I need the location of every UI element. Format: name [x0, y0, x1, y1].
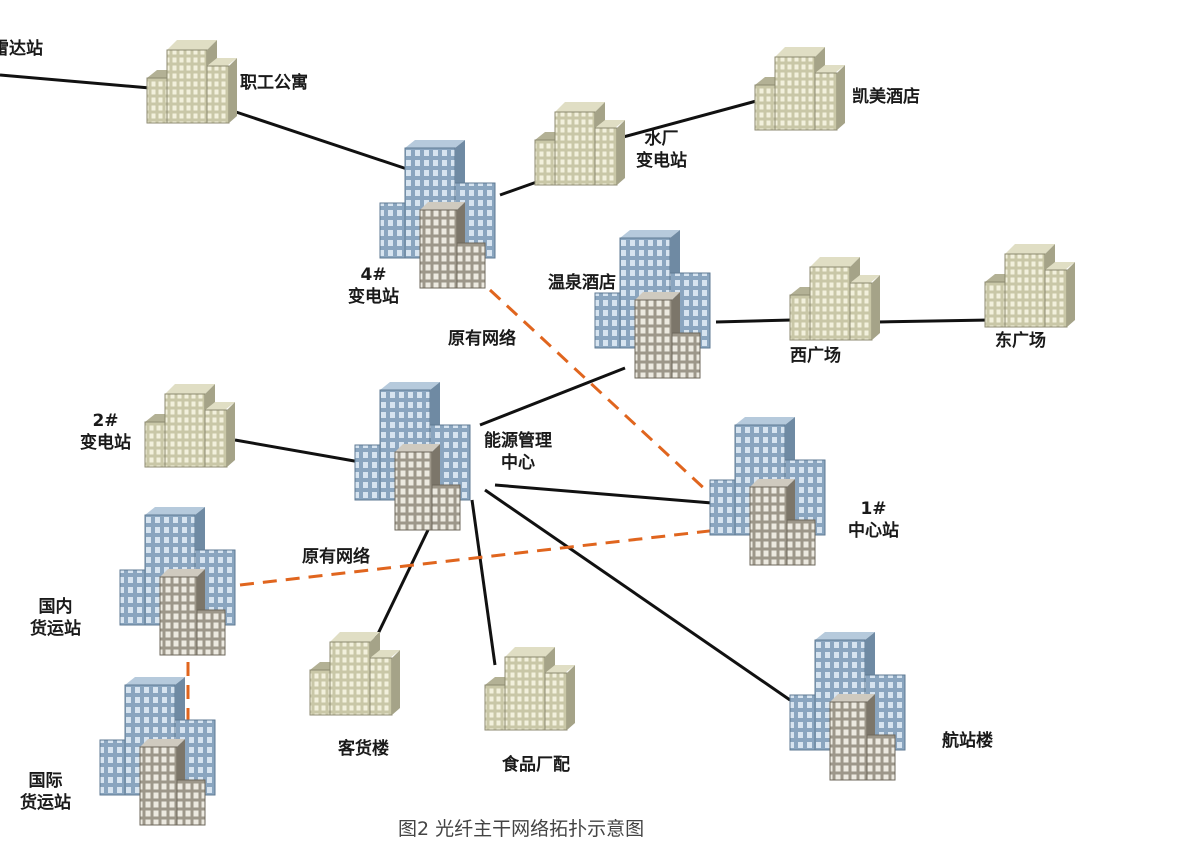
label-legacy-network-upper: 原有网络	[448, 329, 516, 349]
label-central-station-1: 1# 中心站	[848, 499, 899, 541]
label-terminal-building: 航站楼	[942, 731, 993, 751]
legacy-network-link	[488, 288, 710, 494]
label-west-square: 西广场	[790, 346, 841, 366]
building-icon-staff-apartment	[146, 39, 238, 124]
fiber-link	[715, 318, 793, 324]
fiber-link	[0, 73, 151, 90]
building-icon-central-station-1	[709, 416, 826, 566]
fiber-link	[494, 483, 713, 505]
building-icon-west-square	[789, 256, 881, 341]
label-food-distribution: 食品厂配	[502, 755, 570, 775]
label-substation-4: 4# 变电站	[348, 265, 399, 307]
building-icon-energy-center	[354, 381, 471, 531]
fiber-link	[470, 499, 497, 666]
legacy-network-link	[239, 528, 719, 587]
label-energy-management-center: 能源管理 中心	[484, 431, 552, 473]
figure-caption: 图2 光纤主干网络拓扑示意图	[398, 818, 645, 840]
fiber-link	[373, 529, 430, 641]
building-icon-terminal-building	[789, 631, 906, 781]
label-legacy-network-lower: 原有网络	[302, 547, 370, 567]
label-passenger-cargo-building: 客货楼	[338, 739, 389, 759]
label-staff-apartment: 职工公寓	[240, 73, 308, 93]
label-radar-station: 雷达站	[0, 39, 43, 59]
label-international-cargo-station: 国际 货运站	[20, 771, 71, 813]
building-icon-passenger-cargo-building	[309, 631, 401, 716]
building-icon-kaimei-hotel	[754, 46, 846, 131]
fiber-link	[484, 488, 791, 702]
label-hot-spring-hotel: 温泉酒店	[548, 273, 616, 293]
building-icon-east-square	[984, 243, 1076, 328]
label-east-square: 东广场	[995, 331, 1046, 351]
label-kaimei-hotel: 凯美酒店	[852, 87, 920, 107]
building-icon-waterworks-substation	[534, 101, 626, 186]
fiber-link	[234, 438, 361, 464]
building-icon-domestic-cargo-station	[119, 506, 236, 656]
fiber-link	[877, 318, 991, 324]
fiber-link	[479, 366, 626, 427]
label-substation-2: 2# 变电站	[80, 411, 131, 453]
building-icon-hot-spring-hotel	[594, 229, 711, 379]
label-domestic-cargo-station: 国内 货运站	[30, 597, 81, 639]
fiber-link	[611, 98, 761, 142]
building-icon-substation-2	[144, 383, 236, 468]
building-icon-food-distribution	[484, 646, 576, 731]
building-icon-international-cargo-station	[99, 676, 216, 826]
fiber-link	[235, 110, 411, 172]
label-waterworks-substation: 水厂 变电站	[636, 129, 687, 171]
